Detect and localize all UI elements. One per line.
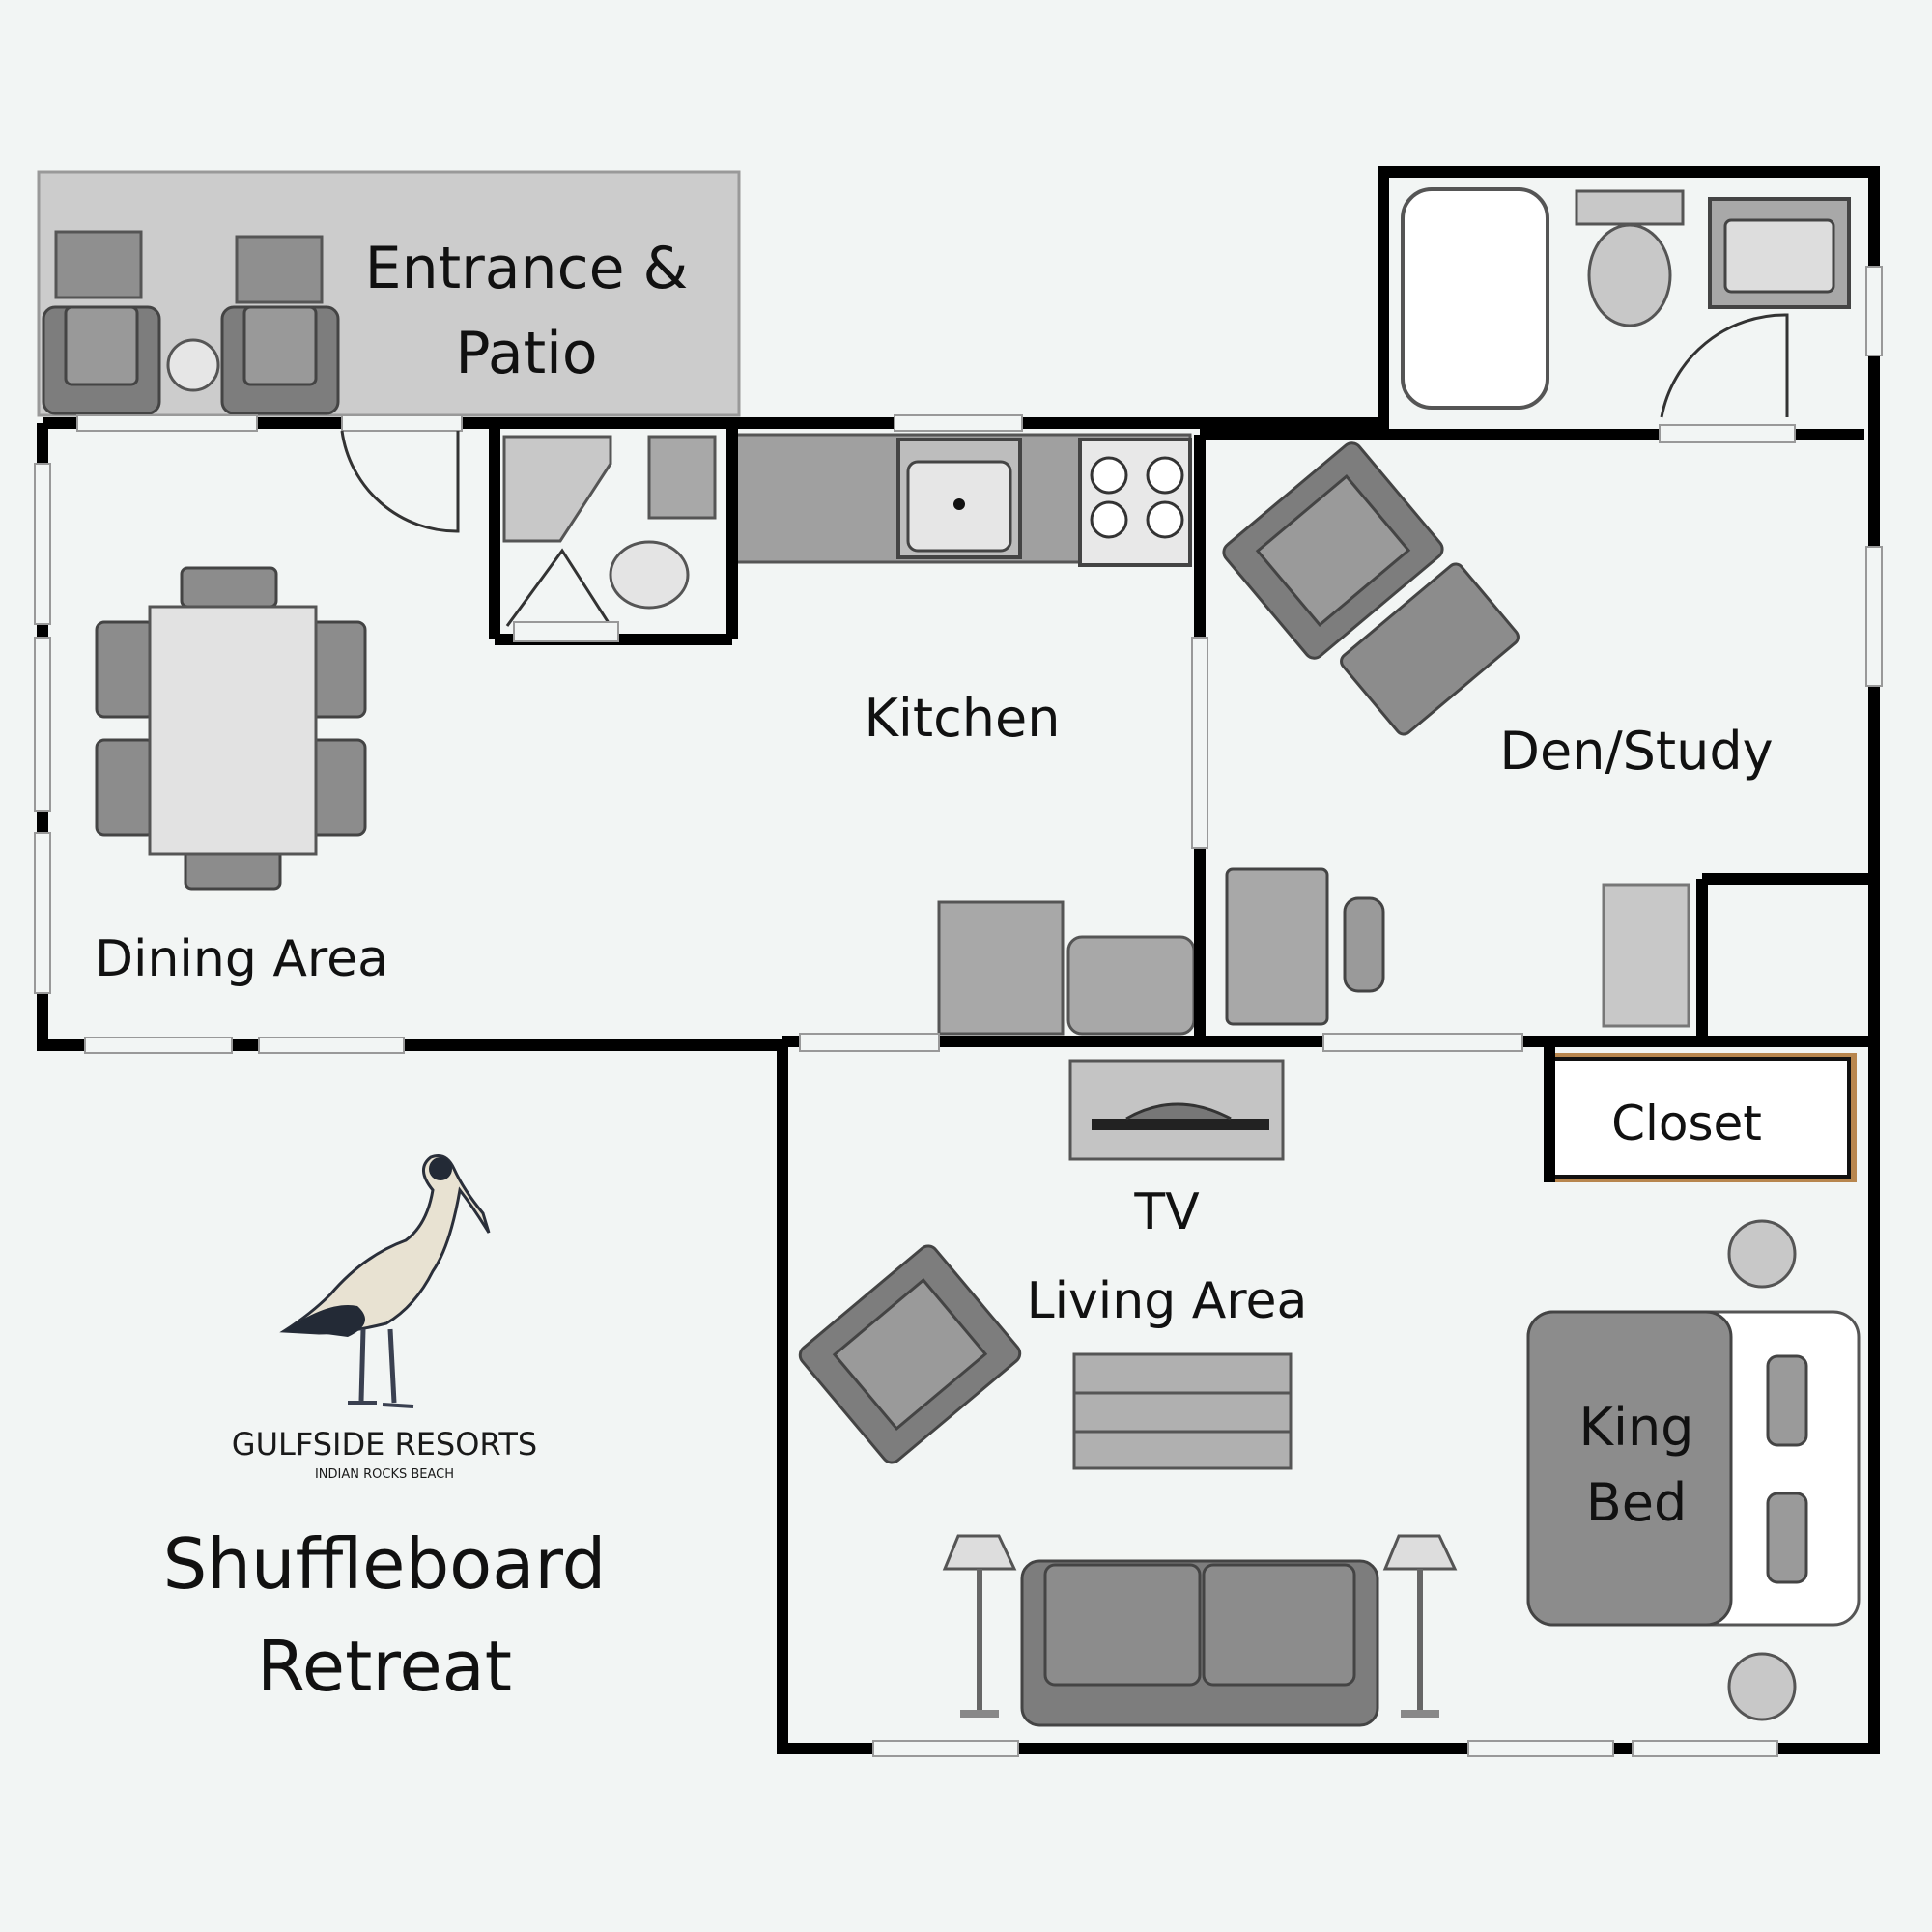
bathroom-top-right <box>1401 187 1851 418</box>
dining-table-icon <box>95 566 367 891</box>
label-king: King <box>1579 1397 1694 1458</box>
brand-location: INDIAN ROCKS BEACH <box>315 1467 454 1482</box>
label-kitchen: Kitchen <box>865 688 1061 749</box>
tv-icon <box>1068 1059 1285 1161</box>
coffee-table-icon <box>1072 1352 1293 1470</box>
patio-chair-icon <box>42 305 340 415</box>
label-entrance-line2: Patio <box>455 320 597 387</box>
closet-box <box>1546 1053 1857 1182</box>
stove-icon <box>1078 438 1192 567</box>
label-den-study: Den/Study <box>1499 721 1773 781</box>
label-living-area: Living Area <box>1027 1272 1308 1330</box>
door-swing-icon <box>505 548 612 627</box>
half-bath <box>502 435 717 627</box>
ibis-bird-icon <box>279 1154 491 1408</box>
entrance-patio <box>37 170 741 417</box>
kitchen-appliances <box>937 900 1196 1036</box>
living-chair-icon <box>798 1244 1022 1464</box>
label-dining-area: Dining Area <box>95 930 388 988</box>
desk-icon <box>1225 867 1385 1026</box>
door-swing-icon <box>340 430 460 533</box>
toilet-icon <box>1587 223 1672 327</box>
label-closet: Closet <box>1611 1095 1762 1151</box>
floor-lamp-icon <box>942 1534 1458 1718</box>
label-entrance-line1: Entrance & <box>365 235 689 302</box>
patio-mat-icon <box>54 230 324 304</box>
brand-name: GULFSIDE RESORTS <box>232 1426 537 1463</box>
label-tv: TV <box>1133 1183 1200 1241</box>
door-swing-icon <box>1660 313 1789 418</box>
sofa-icon <box>1020 1559 1379 1727</box>
patio-table-icon <box>166 338 220 392</box>
nightstand-lamp-icon <box>1727 1219 1797 1721</box>
label-bed: Bed <box>1586 1472 1688 1533</box>
property-title-line1: Shuffleboard <box>163 1523 607 1605</box>
bathtub-icon <box>1401 187 1549 410</box>
den-ottoman-icon <box>1340 562 1520 736</box>
king-bed-icon <box>1526 1310 1861 1627</box>
toilet-icon <box>609 540 690 610</box>
property-title-line2: Retreat <box>257 1626 512 1707</box>
dresser-icon <box>1602 883 1690 1028</box>
wall-openings <box>34 266 1883 1757</box>
kitchen-counter <box>732 433 1192 567</box>
den-chair-icon <box>1222 441 1444 660</box>
